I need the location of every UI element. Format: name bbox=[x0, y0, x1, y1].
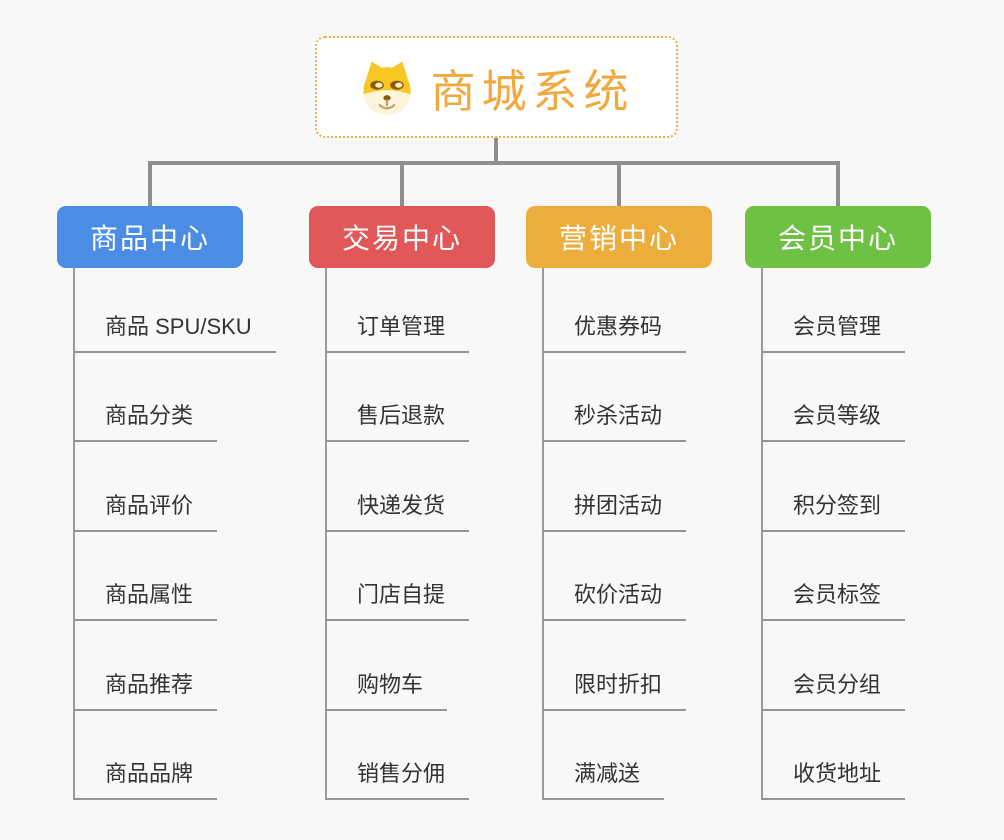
leaf-node[interactable]: 快递发货 bbox=[325, 492, 470, 532]
branch-header-label: 会员中心 bbox=[777, 223, 898, 254]
connector-branch-line bbox=[761, 268, 763, 800]
leaf-node[interactable]: 会员管理 bbox=[761, 313, 906, 353]
root-title: 商城系统 bbox=[430, 65, 635, 117]
leaf-node[interactable]: 优惠券码 bbox=[542, 313, 687, 353]
leaf-node[interactable]: 限时折扣 bbox=[542, 671, 687, 711]
leaf-node[interactable]: 销售分佣 bbox=[325, 760, 470, 800]
leaf-node[interactable]: 商品属性 bbox=[73, 581, 218, 621]
connector-branch-drop bbox=[148, 161, 152, 207]
leaf-node[interactable]: 积分签到 bbox=[761, 492, 906, 532]
leaf-node[interactable]: 订单管理 bbox=[325, 313, 470, 353]
root-node[interactable]: 商城系统 bbox=[315, 36, 678, 138]
branch-header-label: 营销中心 bbox=[558, 223, 679, 254]
connector-branch-drop bbox=[836, 161, 840, 207]
leaf-node[interactable]: 门店自提 bbox=[325, 581, 470, 621]
leaf-node[interactable]: 会员分组 bbox=[761, 671, 906, 711]
branch-header[interactable]: 会员中心 bbox=[745, 206, 931, 268]
leaf-node[interactable]: 会员等级 bbox=[761, 402, 906, 442]
branch-header[interactable]: 营销中心 bbox=[526, 206, 712, 268]
leaf-node[interactable]: 商品评价 bbox=[73, 492, 218, 532]
connector-bus bbox=[148, 161, 840, 165]
connector-branch-line bbox=[325, 268, 327, 800]
leaf-node[interactable]: 会员标签 bbox=[761, 581, 906, 621]
leaf-node[interactable]: 商品分类 bbox=[73, 402, 218, 442]
connector-branch-drop bbox=[617, 161, 621, 207]
leaf-node[interactable]: 砍价活动 bbox=[542, 581, 687, 621]
dog-face-icon bbox=[358, 58, 416, 116]
leaf-node[interactable]: 商品品牌 bbox=[73, 760, 218, 800]
leaf-node[interactable]: 购物车 bbox=[325, 671, 448, 711]
connector-branch-drop bbox=[400, 161, 404, 207]
connector-branch-line bbox=[542, 268, 544, 800]
leaf-node[interactable]: 商品 SPU/SKU bbox=[73, 313, 276, 353]
connector-trunk bbox=[494, 138, 498, 165]
leaf-node[interactable]: 满减送 bbox=[542, 760, 665, 800]
connector-branch-line bbox=[73, 268, 75, 800]
branch-header-label: 商品中心 bbox=[89, 223, 210, 254]
leaf-node[interactable]: 商品推荐 bbox=[73, 671, 218, 711]
leaf-node[interactable]: 拼团活动 bbox=[542, 492, 687, 532]
branch-header[interactable]: 商品中心 bbox=[57, 206, 243, 268]
branch-header-label: 交易中心 bbox=[341, 223, 462, 254]
leaf-node[interactable]: 秒杀活动 bbox=[542, 402, 687, 442]
leaf-node[interactable]: 售后退款 bbox=[325, 402, 470, 442]
branch-header[interactable]: 交易中心 bbox=[309, 206, 495, 268]
leaf-node[interactable]: 收货地址 bbox=[761, 760, 906, 800]
